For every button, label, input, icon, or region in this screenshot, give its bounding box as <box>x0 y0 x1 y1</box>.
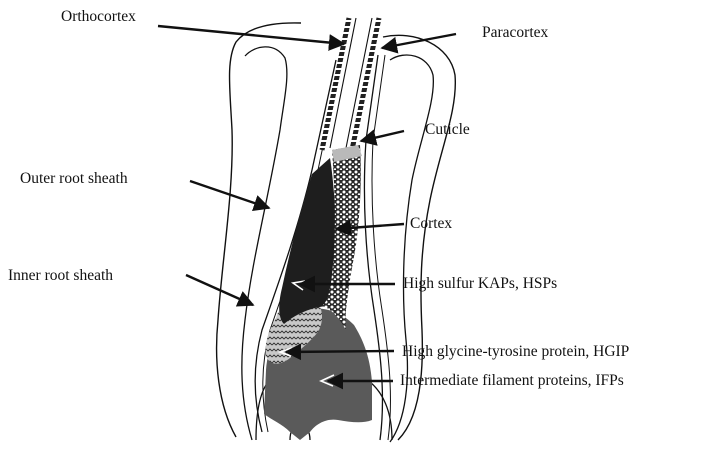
label-cuticle: Cuticle <box>425 122 470 138</box>
label-ifps: Intermediate filament proteins, IFPs <box>400 373 624 389</box>
label-inner-root-sheath: Inner root sheath <box>8 268 113 284</box>
label-paracortex: Paracortex <box>482 25 548 41</box>
arrow-hgip <box>286 351 394 352</box>
inner-root-sheath-right-2 <box>372 55 390 440</box>
label-high-sulfur: High sulfur KAPs, HSPs <box>403 276 557 292</box>
label-outer-root-sheath: Outer root sheath <box>20 171 128 187</box>
arrow-orthocortex <box>158 26 344 44</box>
label-cortex: Cortex <box>410 216 452 232</box>
label-hgip: High glycine-tyrosine protein, HGIP <box>402 344 629 360</box>
hair-shaft-left-cuticle <box>322 18 349 150</box>
label-orthocortex: Orthocortex <box>61 9 136 25</box>
hair-shaft-right-cuticle <box>352 18 379 150</box>
